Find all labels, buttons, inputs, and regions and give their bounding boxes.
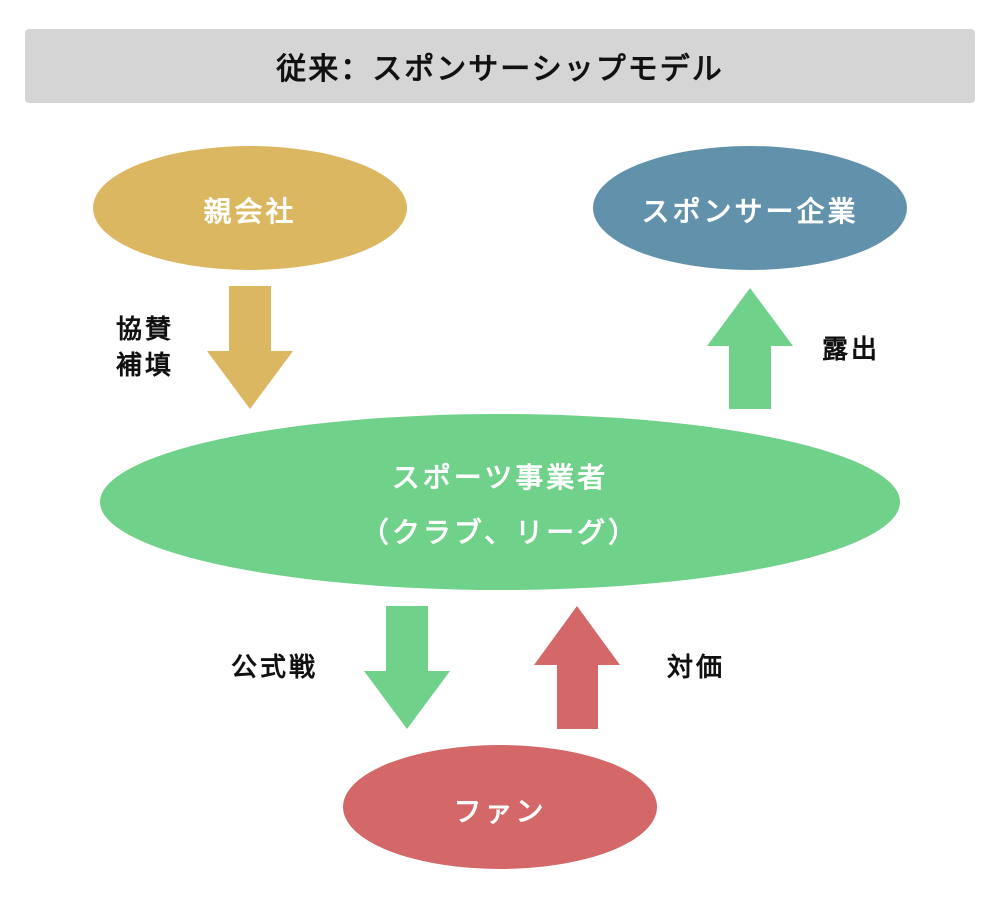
arrow-down-parent-to-sports xyxy=(207,286,293,409)
sponsorship-label-line1: 協賛 xyxy=(116,315,175,345)
arrow-up-fan-to-sports xyxy=(534,606,620,729)
arrow-down-sports-to-fan xyxy=(364,606,450,729)
arrow-up-sports-to-sponsor xyxy=(707,288,793,409)
sponsorship-label: 協賛 補填 xyxy=(116,312,174,384)
sponsorship-label-line2: 補填 xyxy=(116,351,175,381)
sports-business-node xyxy=(100,414,900,590)
parent-company-node xyxy=(93,146,407,270)
diagram-title: 従来：スポンサーシップモデル xyxy=(276,52,724,87)
payment-label: 対価 xyxy=(667,653,726,683)
exposure-label: 露出 xyxy=(822,335,881,365)
sponsor-company-node xyxy=(593,146,907,270)
sports-business-sublabel: （クラブ、リーグ） xyxy=(360,516,640,549)
sports-business-label: スポーツ事業者 xyxy=(391,461,609,494)
fan-node xyxy=(343,745,657,869)
parent-company-label: 親会社 xyxy=(203,195,297,228)
fan-label: ファン xyxy=(453,795,547,828)
sponsor-company-label: スポンサー企業 xyxy=(641,195,859,228)
title-bar: 従来：スポンサーシップモデル xyxy=(25,29,975,103)
official-match-label: 公式戦 xyxy=(231,653,319,683)
